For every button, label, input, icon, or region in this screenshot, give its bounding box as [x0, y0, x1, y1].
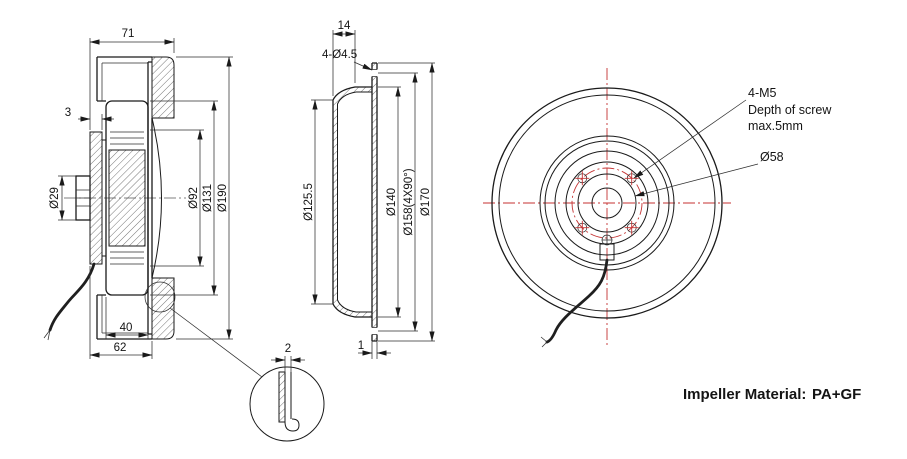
- footer: Impeller Material: PA+GF: [683, 386, 861, 403]
- hole-leader-line: [353, 61, 373, 71]
- flange-hole-edges: [372, 69, 377, 335]
- detail-leader-line: [169, 307, 263, 378]
- detail-rim-curl: [284, 418, 300, 432]
- housing-top-inner: [101, 62, 148, 101]
- hub-cap-circle: [591, 187, 623, 219]
- dim-label-d125: Ø125.5: [303, 183, 315, 221]
- detail-view-circle: [249, 366, 325, 442]
- dim-label-depth: 71: [122, 28, 135, 40]
- inlet-ring-view: 14 4-Ø4.5 Ø125.5 Ø140 Ø158(4X90°) Ø170 1: [303, 20, 435, 359]
- screw-hole-center-marks: [575, 171, 639, 235]
- flange-hatch-bottom: [372, 334, 377, 341]
- inlet-throat-circle: [554, 150, 660, 256]
- detail-extension-lines: [284, 356, 292, 372]
- dim-label-plate-thickness: 3: [65, 107, 71, 119]
- motor-winding-lines: [110, 131, 144, 265]
- front-view: 4-M5 Depth of screw max.5mm Ø58: [483, 68, 832, 348]
- dim-label-dia92: Ø92: [188, 187, 200, 209]
- ground-symbol-cross: [602, 235, 612, 245]
- power-cable-front: [545, 258, 609, 344]
- screw-spec-label: 4-M5: [748, 86, 777, 100]
- blade-section-top: [151, 56, 175, 119]
- dim-label-40: 40: [120, 322, 133, 334]
- extension-lines: [58, 38, 233, 359]
- flange-hatch-top: [372, 63, 377, 70]
- bellmouth-inner-profile: [337, 91, 372, 313]
- hub-dia-label: Ø58: [760, 150, 784, 164]
- hub-dia-leader: [634, 163, 759, 197]
- detail-view: 2: [249, 343, 325, 442]
- bellmouth-outer-profile: [332, 86, 372, 318]
- dim-label-d170: Ø170: [420, 188, 432, 216]
- bearing-lines: [76, 189, 90, 207]
- impeller-outer-circle: [491, 87, 723, 319]
- plate-motor-connect: [102, 139, 106, 257]
- extension-lines: [311, 30, 435, 359]
- dim-label-dia190: Ø190: [217, 184, 229, 212]
- hub-d58-circle: [577, 173, 637, 233]
- blade-tip-circle: [498, 94, 716, 312]
- blade-section-bottom: [151, 277, 175, 340]
- screw-note-line2: max.5mm: [748, 119, 803, 133]
- motor-stator-section: [108, 149, 146, 247]
- dim-label-shaft-dia: Ø29: [49, 187, 61, 209]
- flange-hatch-mid: [372, 76, 377, 328]
- material-value: PA+GF: [812, 386, 861, 403]
- housing-top: [96, 56, 152, 102]
- mounting-plate: [89, 131, 103, 265]
- cable-end-fray-front: [540, 336, 548, 348]
- side-section-view: 71 3 Ø29 Ø92 Ø131 Ø190 40 62: [43, 28, 263, 378]
- dim-label-d140: Ø140: [386, 188, 398, 216]
- detail-rim-wall: [278, 371, 286, 423]
- cable-end-fray-side: [43, 329, 51, 341]
- bellmouth-hatch: [333, 87, 372, 317]
- motor-housing: [105, 100, 149, 296]
- screw-spec-leader: [633, 99, 747, 179]
- power-cable-side: [48, 262, 96, 332]
- detail-callout-circle: [144, 281, 176, 313]
- dim-label-gap: 2: [285, 343, 291, 355]
- dim-label-14: 14: [338, 20, 351, 32]
- screw-note-line1: Depth of screw: [748, 103, 832, 117]
- dim-label-dia131: Ø131: [202, 184, 214, 212]
- dim-label-62: 62: [114, 342, 127, 354]
- dim-label-1: 1: [358, 340, 364, 352]
- inlet-ring-outer-circle: [539, 135, 675, 271]
- impeller-hub-curve: [151, 117, 162, 279]
- material-label: Impeller Material:: [683, 386, 806, 403]
- dim-label-d158: Ø158(4X90°): [403, 168, 415, 235]
- hole-spec-label: 4-Ø4.5: [322, 49, 357, 61]
- bolt-circle: [571, 167, 643, 239]
